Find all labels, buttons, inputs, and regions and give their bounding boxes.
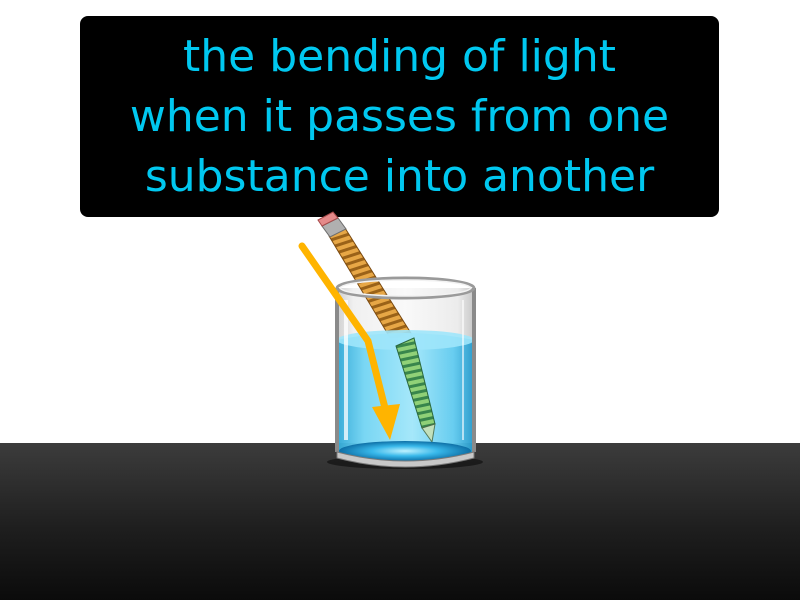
- definition-box: the bending of light when it passes from…: [80, 16, 719, 217]
- definition-line-1: the bending of light: [183, 30, 616, 82]
- table-surface: [0, 443, 800, 600]
- glass-base: [336, 451, 475, 468]
- glass-bottom: [339, 441, 471, 461]
- glass-rim-inner: [339, 279, 472, 297]
- definition-line-3: substance into another: [144, 150, 655, 202]
- pencil-eraser: [317, 211, 347, 238]
- light-ray-arrow: [298, 242, 400, 440]
- pencil-below-water: [395, 337, 436, 444]
- definition-line-2: when it passes from one: [129, 90, 670, 142]
- glass-rim: [335, 276, 476, 300]
